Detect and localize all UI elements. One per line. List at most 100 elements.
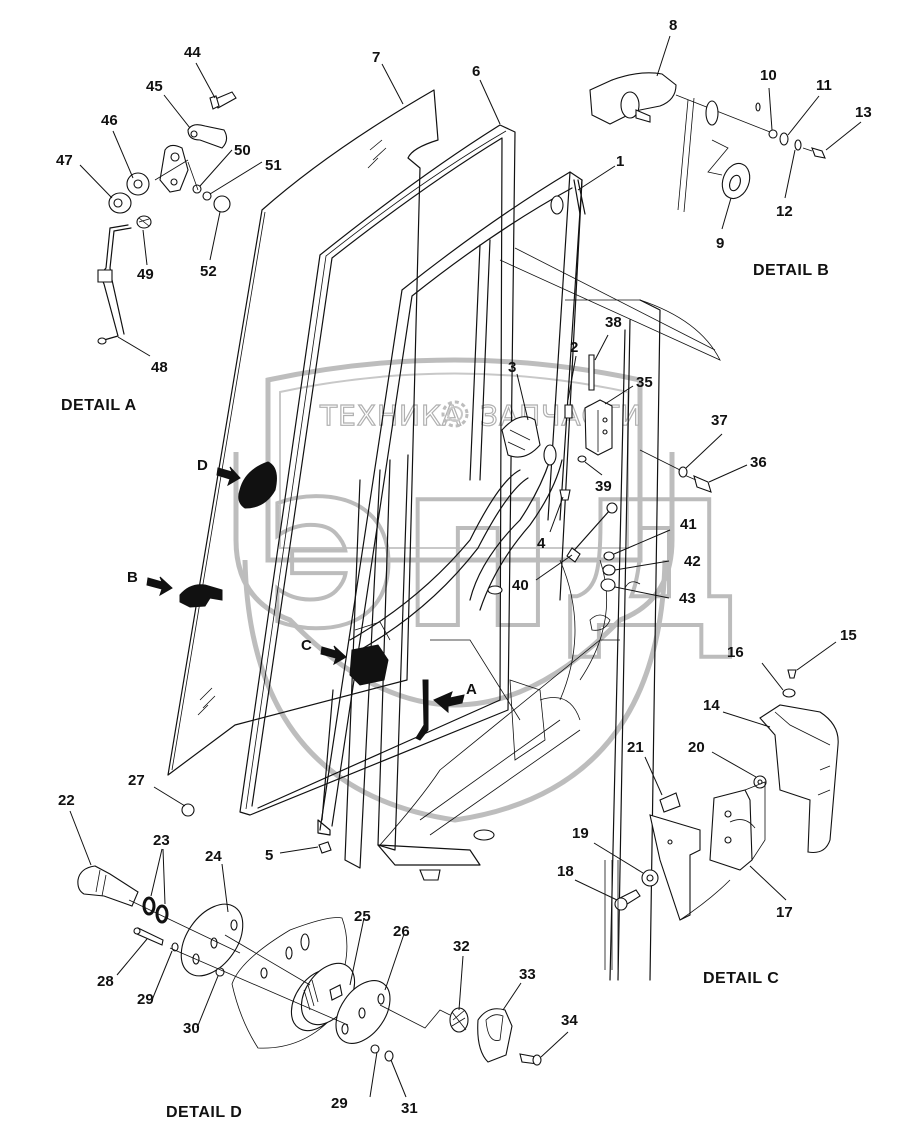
- cab-lower-frame: [344, 454, 620, 881]
- bracket-part-21: [649, 792, 701, 921]
- part-label-28: 28: [97, 973, 114, 990]
- o-rings-part-23: [142, 896, 169, 924]
- leader-lines: [69, 35, 862, 1098]
- hinge-part-35: [584, 399, 613, 456]
- nut-part-51: [202, 191, 212, 201]
- bolt-part-13: [802, 147, 826, 159]
- handle-part-33: [477, 1008, 513, 1063]
- part-label-9: 9: [716, 235, 724, 252]
- motor-part-8: [589, 72, 677, 125]
- part-label-51: 51: [265, 157, 282, 174]
- glass-channel: [317, 689, 334, 836]
- callout-b-shape: [146, 576, 223, 608]
- part-label-52: 52: [200, 263, 217, 280]
- part-label-7: 7: [372, 49, 380, 66]
- detail-d-title: DETAIL D: [166, 1104, 242, 1121]
- part-label-31: 31: [401, 1100, 418, 1117]
- washer-part-9: [721, 162, 751, 200]
- window-glass-part-7: [167, 89, 439, 776]
- washer-part-12: [794, 139, 802, 151]
- spacer-part-46: [126, 172, 150, 196]
- detail-a-title: DETAIL A: [61, 397, 137, 414]
- part-label-39: 39: [595, 478, 612, 495]
- callout-letter-a: A: [466, 681, 477, 698]
- assembly-line: [679, 879, 731, 921]
- assembly-line: [154, 159, 199, 191]
- washer-part-29-left: [171, 942, 179, 952]
- assembly-line: [639, 449, 681, 471]
- part-label-32: 32: [453, 938, 470, 955]
- part-label-4: 4: [537, 535, 546, 552]
- hole: [755, 102, 761, 112]
- cover-part-14: [759, 704, 839, 854]
- detail-b-title: DETAIL B: [753, 262, 829, 279]
- washer-part-19: [641, 869, 659, 887]
- part-label-45: 45: [146, 78, 163, 95]
- part-label-21: 21: [627, 739, 644, 756]
- part-label-33: 33: [519, 966, 536, 983]
- bolt-part-28: [133, 927, 164, 946]
- part-label-14: 14: [703, 697, 720, 714]
- part-label-47: 47: [56, 152, 73, 169]
- washer-part-16: [782, 688, 796, 698]
- nut-part-5: [318, 841, 332, 854]
- latch-part-17: [709, 781, 766, 871]
- door-panel-outline: [231, 917, 348, 1049]
- part-label-48: 48: [151, 359, 168, 376]
- part-label-18: 18: [557, 863, 574, 880]
- part-label-25: 25: [354, 908, 371, 925]
- part-label-17: 17: [776, 904, 793, 921]
- bushing-part-2: [564, 404, 573, 419]
- detail-d-group: [77, 865, 542, 1066]
- detail-c-title: DETAIL C: [703, 970, 779, 987]
- part-label-46: 46: [101, 112, 118, 129]
- part-label-42: 42: [684, 553, 701, 570]
- washer-part-37: [678, 466, 688, 478]
- assembly-line: [128, 899, 451, 1029]
- part-label-23: 23: [153, 832, 170, 849]
- part-label-20: 20: [688, 739, 705, 756]
- screw-part-4: [559, 489, 571, 501]
- spring-part-32: [449, 1007, 469, 1033]
- part-label-43: 43: [679, 590, 696, 607]
- spacers-parts-41-43: [600, 551, 641, 592]
- nut-part-50: [192, 184, 202, 194]
- nut-part-31: [384, 1050, 394, 1062]
- part-label-3: 3: [508, 359, 516, 376]
- assembly-line: [707, 139, 729, 176]
- part-label-37: 37: [711, 412, 728, 429]
- callout-c-shape: [320, 621, 391, 686]
- part-label-34: 34: [561, 1012, 578, 1029]
- part-label-49: 49: [137, 266, 154, 283]
- part-label-29-right: 29: [331, 1095, 348, 1112]
- part-label-19: 19: [572, 825, 589, 842]
- part-label-1: 1: [616, 153, 624, 170]
- watermark: ТЕХНИКА ЗАПЧАСТИ эпд: [233, 357, 745, 823]
- part-label-50: 50: [234, 142, 251, 159]
- detail-c-group: [604, 669, 839, 970]
- hinge-part-3: [501, 416, 557, 466]
- watermark-big-letters: эпд: [262, 413, 743, 680]
- callout-letter-d: D: [197, 457, 208, 474]
- plate-part-26: [335, 980, 391, 1044]
- part-labels: 1 2 3 4 5 6 7 8 9 10 11 12 13 14 15 16 1…: [56, 17, 872, 1117]
- part-label-44: 44: [184, 44, 201, 61]
- part-label-24: 24: [205, 848, 222, 865]
- part-label-6: 6: [472, 63, 480, 80]
- detail-a-group: [97, 91, 237, 345]
- rod-part-48: [97, 224, 132, 345]
- assembly-line: [675, 94, 771, 133]
- part-label-35: 35: [636, 374, 653, 391]
- part-label-29-left: 29: [137, 991, 154, 1008]
- clip-part-45: [187, 124, 228, 149]
- watermark-shield-bottom: [242, 559, 668, 823]
- callout-letter-b: B: [127, 569, 138, 586]
- door-edge: [604, 860, 619, 970]
- watermark-banner-inner: [279, 372, 629, 549]
- callout-letter-c: C: [301, 637, 312, 654]
- spring-part-49: [136, 215, 152, 229]
- part-label-16: 16: [727, 644, 744, 661]
- detail-b-group: [589, 72, 826, 213]
- cap-part-52: [213, 195, 231, 213]
